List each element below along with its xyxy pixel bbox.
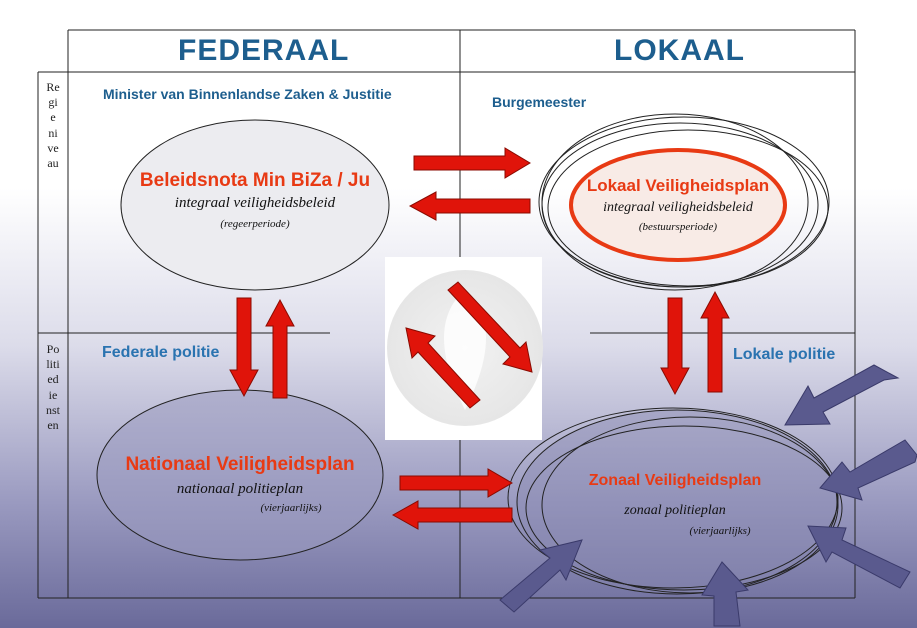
plan-nationaal-period: (vierjaarlijks) [260,502,322,514]
plan-nationaal-subtitle: nationaal politieplan [176,481,304,497]
plan-lokaal-subtitle: integraal veiligheidsbeleid [603,200,753,215]
arrow-beleid-to-nationaal [229,297,259,398]
arrow-fed-to-zonaal [399,468,513,498]
arrow-diagonal-up [405,327,481,409]
ellipse-nationaal [96,389,384,561]
input-arrow-5 [499,539,583,613]
arrow-lokaal-to-zonaal [660,297,690,396]
header-lokaal: LOKAAL [614,34,745,67]
plan-lokaal-title: Lokaal Veiligheidsplan [586,176,770,195]
ellipse-beleidsnota [120,119,390,291]
arrow-nationaal-to-beleid [265,298,295,399]
arrow-diagonal-down [447,281,533,373]
ellipse-zonaal-group [507,407,843,595]
side-label-politiediensten: Politiediensten [46,342,61,433]
plan-beleidsnota-period: (regeerperiode) [220,218,290,230]
plan-zonaal-subtitle: zonaal politieplan [624,503,726,518]
ellipse-lokaal-group [538,113,830,291]
arrow-zonaal-to-fed [391,500,513,530]
plan-zonaal-period: (vierjaarlijks) [689,525,751,537]
ellipse-lokaal-highlight [569,148,787,262]
arrow-zonaal-to-lokaal [700,290,730,393]
header-federaal: FEDERAAL [178,34,350,67]
input-arrow-4 [701,561,749,627]
side-label-regie-niveau: Regie niveau [46,80,60,171]
plan-nationaal-title: Nationaal Veiligheidsplan [125,454,355,475]
role-burgemeester: Burgemeester [492,94,587,110]
input-arrow-3 [807,525,911,589]
role-minister: Minister van Binnenlandse Zaken & Justit… [103,86,392,102]
input-arrow-1 [784,364,900,426]
plan-beleidsnota-subtitle: integraal veiligheidsbeleid [174,195,336,211]
plan-lokaal-period: (bestuursperiode) [638,221,718,233]
input-arrow-2 [819,439,917,501]
arrow-lokaal-to-fed-top [408,191,531,221]
label-federale-politie: Federale politie [102,344,220,361]
arrow-fed-to-lokaal-top [413,147,531,179]
label-lokale-politie: Lokale politie [733,346,836,363]
plan-zonaal-title: Zonaal Veiligheidsplan [588,472,762,489]
plan-beleidsnota-title: Beleidsnota Min BiZa / Ju [139,170,371,191]
